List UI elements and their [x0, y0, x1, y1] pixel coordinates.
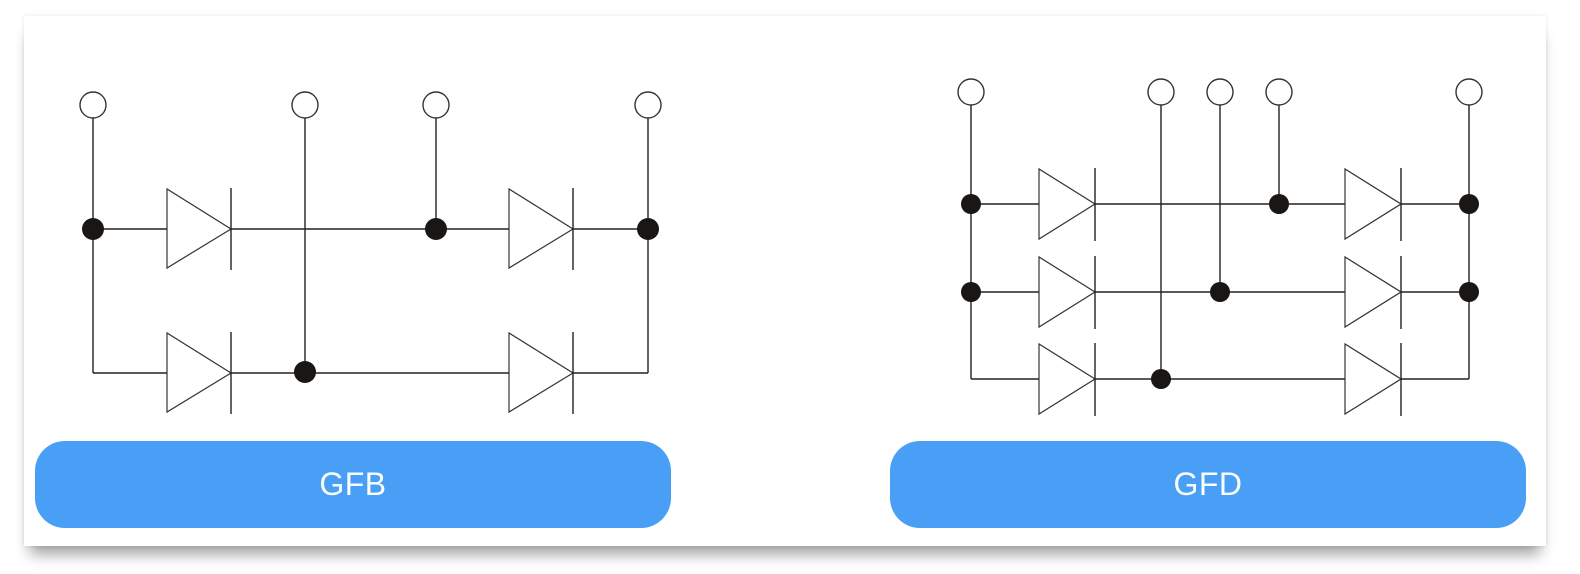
gfb-button[interactable]: GFB [35, 441, 671, 528]
gfd-diode [1038, 167, 1097, 241]
gfb-terminal [422, 91, 450, 119]
gfb-junction-node [637, 218, 659, 240]
gfd-diode [1344, 167, 1403, 241]
gfb-junction-node [294, 361, 316, 383]
gfb-terminal [79, 91, 107, 119]
gfd-junction-node [1269, 194, 1289, 214]
gfd-junction-node [1210, 282, 1230, 302]
gfd-junction-node [961, 282, 981, 302]
gfd-junction-node [1151, 369, 1171, 389]
gfb-junction-node [425, 218, 447, 240]
gfd-terminal [1455, 78, 1483, 106]
gfb-diode [508, 187, 575, 270]
gfd-junction-node [1459, 282, 1479, 302]
gfb-diode [166, 187, 233, 270]
gfd-diode [1344, 342, 1403, 416]
gfd-circuit [957, 78, 1483, 416]
gfd-junction-node [961, 194, 981, 214]
gfb-circuit [79, 91, 662, 414]
gfd-terminal [1206, 78, 1234, 106]
gfb-diode [508, 331, 575, 414]
gfb-junction-node [82, 218, 104, 240]
gfd-terminal [1147, 78, 1175, 106]
gfd-button[interactable]: GFD [890, 441, 1526, 528]
gfd-diode [1038, 255, 1097, 329]
gfb-terminal [291, 91, 319, 119]
gfd-terminal [1265, 78, 1293, 106]
gfd-junction-node [1459, 194, 1479, 214]
gfd-diode [1344, 255, 1403, 329]
gfd-wires [970, 105, 1470, 380]
gfb-terminal [634, 91, 662, 119]
gfb-diode [166, 331, 233, 414]
gfd-diode [1038, 342, 1097, 416]
gfd-terminal [957, 78, 985, 106]
